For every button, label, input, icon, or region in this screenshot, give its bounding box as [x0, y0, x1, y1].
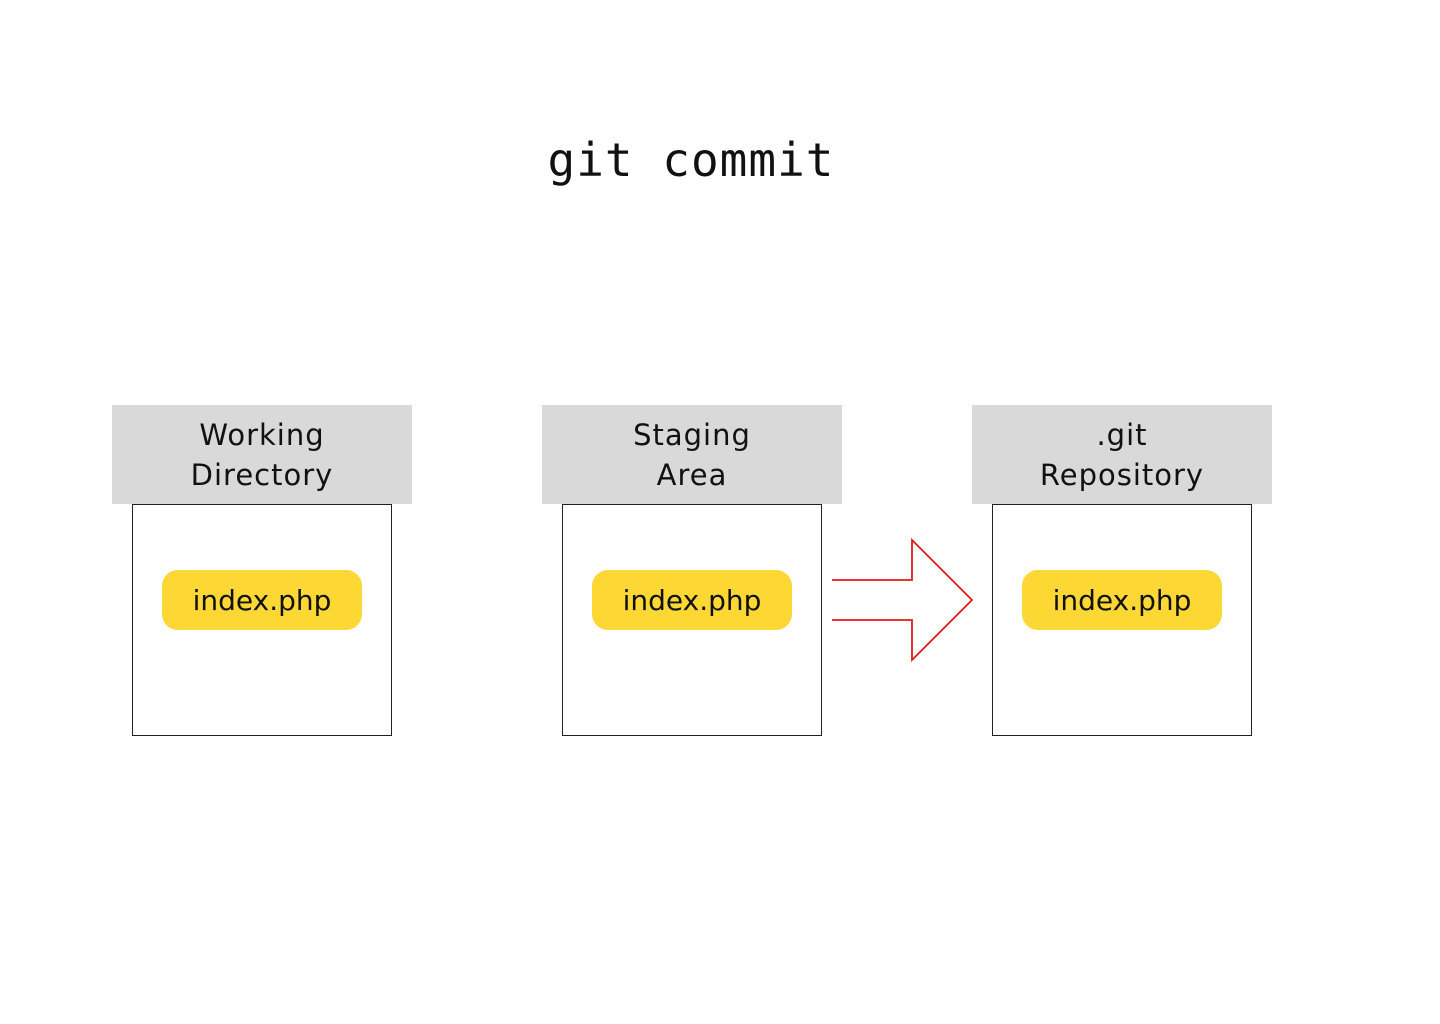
hollow-right-arrow-icon [832, 538, 974, 663]
area-title-line1: .git [1096, 417, 1148, 452]
area-title-line1: Staging [633, 417, 751, 452]
diagram-title: git commit [547, 133, 835, 187]
area-working-directory: Working Directory index.php [112, 405, 412, 736]
area-staging-area: Staging Area index.php [542, 405, 842, 736]
file-pill: index.php [592, 570, 792, 630]
file-pill: index.php [162, 570, 362, 630]
area-header: .git Repository [972, 405, 1272, 504]
area-header: Staging Area [542, 405, 842, 504]
area-title-line2: Area [656, 457, 728, 492]
area-git-repository: .git Repository index.php [972, 405, 1272, 736]
file-pill: index.php [1022, 570, 1222, 630]
area-title-line2: Directory [190, 457, 334, 492]
area-header: Working Directory [112, 405, 412, 504]
area-title-line2: Repository [1039, 457, 1205, 492]
area-title-line1: Working [199, 417, 325, 452]
